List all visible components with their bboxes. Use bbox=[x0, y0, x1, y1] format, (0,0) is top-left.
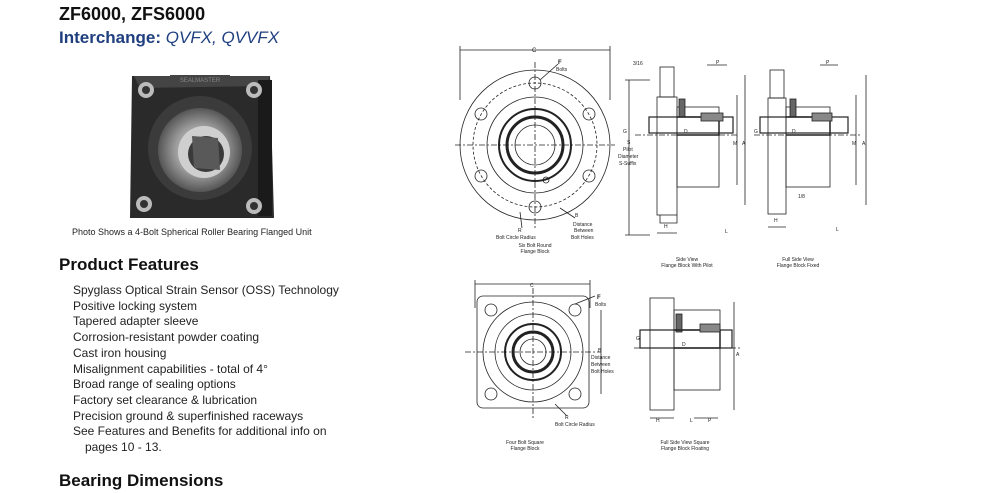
dim-d: D bbox=[792, 129, 796, 135]
feature-item: See Features and Benefits for additional… bbox=[73, 424, 327, 439]
dim-a: A bbox=[862, 141, 866, 147]
full-side-fixed-diagram: P G D M A 1/8 H L Full Side View Flange … bbox=[754, 60, 867, 269]
dim-p: P bbox=[708, 418, 712, 424]
dim-p: P bbox=[826, 60, 830, 66]
diagram-caption: Full Side View bbox=[782, 257, 814, 263]
diagram-caption: Flange Block Fixed bbox=[777, 263, 820, 269]
dim-d: D bbox=[684, 129, 688, 135]
product-features-heading: Product Features bbox=[59, 255, 199, 274]
diagram-caption: Flange Block With Pilot bbox=[661, 263, 713, 269]
bolts-label: Bolts bbox=[556, 67, 568, 73]
six-bolt-round-diagram: C F Bolts R Bolt Circle Radius B Distanc… bbox=[455, 46, 615, 255]
dim-h: H bbox=[664, 224, 668, 230]
dim-h: H bbox=[656, 418, 660, 424]
full-side-floating-diagram: G D A H L P Full Side View Square Flange… bbox=[634, 297, 740, 452]
dim-3-16: 3/16 bbox=[633, 61, 643, 67]
dim-s: S bbox=[627, 140, 631, 146]
diagram-caption: Flange Block bbox=[521, 249, 550, 255]
feature-item: Spyglass Optical Strain Sensor (OSS) Tec… bbox=[73, 283, 339, 297]
interchange-label: Interchange: bbox=[59, 28, 162, 47]
dim-r: R bbox=[565, 415, 569, 421]
pilot-label: S-Suffix bbox=[619, 161, 637, 167]
feature-item: pages 10 - 13. bbox=[85, 440, 162, 455]
dim-c: C bbox=[530, 283, 534, 289]
pilot-label: Diameter bbox=[618, 154, 639, 160]
bolt-circle-radius: Bolt Circle Radius bbox=[496, 235, 536, 241]
dim-b: B bbox=[598, 348, 602, 354]
dim-p: P bbox=[716, 60, 720, 66]
dim-d: D bbox=[682, 342, 686, 348]
bearing-photo: SEALMASTER bbox=[130, 75, 274, 218]
bolt-circle-radius: Bolt Circle Radius bbox=[555, 422, 595, 428]
feature-item: Broad range of sealing options bbox=[73, 377, 236, 392]
feature-item: Positive locking system bbox=[73, 298, 198, 313]
diagram-caption: Flange Block Floating bbox=[661, 446, 709, 452]
dim-g: G bbox=[754, 129, 758, 135]
feature-item: Factory set clearance & lubrication bbox=[73, 392, 258, 407]
dim-a: A bbox=[736, 352, 740, 358]
pilot-label: Pilot bbox=[623, 147, 633, 153]
distance-label: Between bbox=[574, 228, 594, 234]
dim-b: B bbox=[575, 213, 579, 219]
diagram-caption: Flange Block bbox=[511, 446, 540, 452]
distance-label: Distance bbox=[591, 355, 611, 361]
dim-m: M bbox=[733, 141, 737, 147]
bolts-label: Bolts bbox=[595, 302, 607, 308]
dim-g: G bbox=[636, 336, 640, 342]
distance-label: Between bbox=[591, 362, 611, 368]
dim-r: R bbox=[518, 228, 522, 234]
feature-item: Precision ground & superfinished raceway… bbox=[73, 408, 304, 423]
page-title: ZF6000, ZFS6000 bbox=[59, 4, 206, 24]
side-view-pilot-diagram: 3/16 P G D S Pilot Diameter S-Suffix M A… bbox=[618, 60, 746, 269]
diagram-caption: Side View bbox=[676, 257, 699, 263]
distance-label: Bolt Holes bbox=[591, 369, 614, 375]
dim-l: L bbox=[836, 227, 839, 233]
feature-item: Cast iron housing bbox=[73, 345, 167, 360]
feature-list: Spyglass Optical Strain Sensor (OSS) Tec… bbox=[73, 283, 339, 456]
diagram-caption: Full Side View Square bbox=[660, 440, 709, 446]
dim-c: C bbox=[532, 48, 537, 54]
interchange-line: Interchange: QVFX, QVVFX bbox=[59, 28, 279, 48]
dim-a: A bbox=[742, 141, 746, 147]
interchange-value: QVFX, QVVFX bbox=[165, 28, 280, 47]
dim-g: G bbox=[623, 129, 627, 135]
feature-item: Tapered adapter sleeve bbox=[73, 314, 199, 329]
dim-f: F bbox=[597, 295, 601, 301]
dim-1-8: 1/8 bbox=[798, 194, 805, 200]
bearing-dimensions-heading: Bearing Dimensions bbox=[59, 471, 224, 490]
distance-label: Distance bbox=[573, 222, 593, 228]
casting-text: SEALMASTER bbox=[180, 78, 221, 84]
dim-l: L bbox=[725, 229, 728, 235]
four-bolt-square-diagram: C F Bolts B Distance Between Bolt Holes … bbox=[465, 280, 614, 452]
distance-label: Bolt Holes bbox=[571, 235, 594, 241]
diagram-caption: Four Bolt Square bbox=[506, 440, 544, 446]
photo-caption: Photo Shows a 4-Bolt Spherical Roller Be… bbox=[72, 227, 312, 237]
dim-l: L bbox=[690, 418, 693, 424]
diagram-caption: Six Bolt Round bbox=[518, 243, 551, 249]
dim-m: M bbox=[852, 141, 856, 147]
dim-h: H bbox=[774, 218, 778, 224]
feature-item: Corrosion-resistant powder coating bbox=[73, 330, 260, 345]
dim-f: F bbox=[558, 60, 562, 66]
feature-item: Misalignment capabilities - total of 4° bbox=[73, 361, 268, 376]
